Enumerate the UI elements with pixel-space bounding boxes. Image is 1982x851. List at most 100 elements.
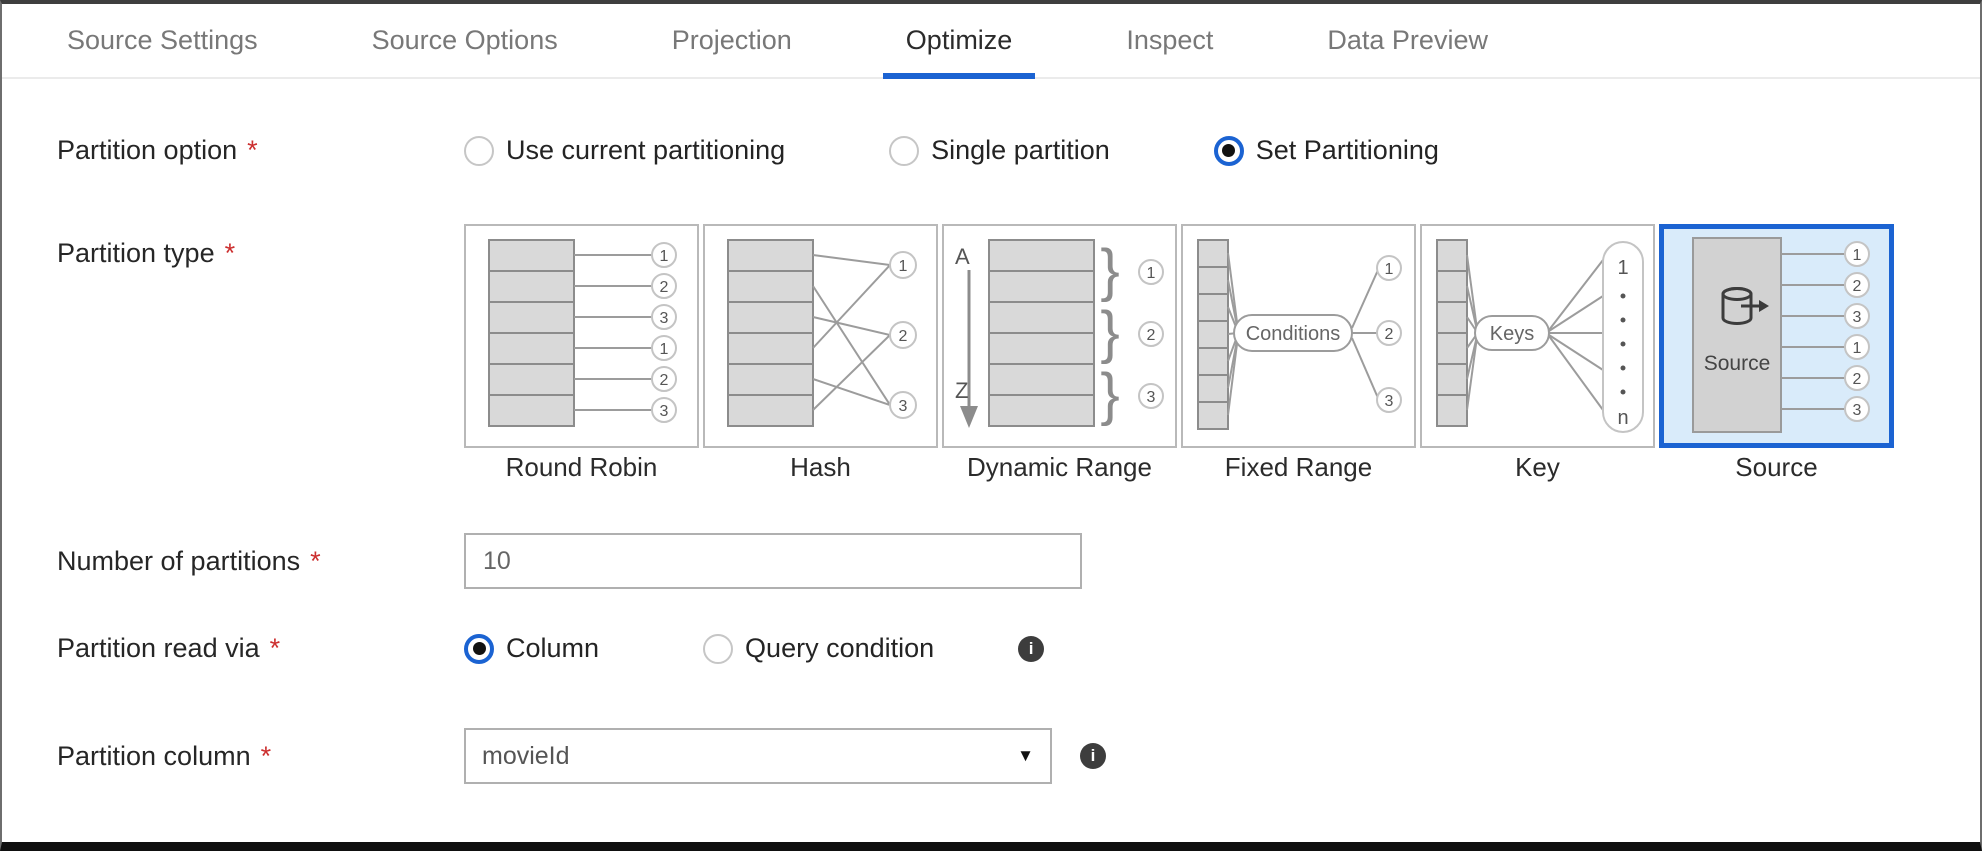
field-label: Number of partitions [57,545,301,576]
hash-diagram: 1 2 3 [727,239,917,427]
input-value: 10 [483,546,511,575]
svg-text:3: 3 [1385,393,1394,410]
radio-circle-icon [464,135,494,166]
partition-column-label: Partition column* [57,741,464,772]
svg-text:3: 3 [1853,402,1862,419]
radio-single-partition[interactable]: Single partition [889,135,1110,166]
partition-option-label: Partition option* [57,135,464,166]
partition-read-via-radios: Column Query condition [464,633,934,664]
svg-text:A: A [955,244,970,269]
number-of-partitions-label: Number of partitions * [57,546,464,577]
source-diagram: Source 1 [1692,237,1870,433]
card-label-fixed-range: Fixed Range [1224,452,1373,482]
svg-text:Keys: Keys [1490,323,1534,345]
card-label-key: Key [1515,452,1560,482]
radio-checked-icon [1213,135,1244,166]
radio-circle-icon [889,135,920,166]
svg-text:3: 3 [1853,309,1862,326]
svg-text:2: 2 [1853,278,1862,295]
svg-text:1: 1 [660,248,669,265]
partition-type-row: Partition type* [57,224,1980,483]
optimize-form: Partition option* Use current partitioni… [2,135,1980,784]
radio-label: Set Partitioning [1255,135,1439,165]
tab-optimize[interactable]: Optimize [849,4,1070,79]
svg-text:2: 2 [1853,371,1862,388]
database-export-icon [1721,287,1769,325]
svg-text:Z: Z [955,378,968,403]
partition-type-picker: 1 2 3 1 2 3 [464,224,1894,483]
tab-projection[interactable]: Projection [671,25,792,55]
radio-label: Single partition [931,135,1110,165]
radio-use-current-partitioning[interactable]: Use current partitioning [464,135,785,166]
svg-text:Conditions: Conditions [1246,323,1341,345]
svg-text:3: 3 [660,310,669,327]
card-round-robin[interactable]: 1 2 3 1 2 3 [464,224,699,448]
svg-text:Source: Source [1704,352,1771,375]
partition-type-label: Partition type* [57,224,464,269]
svg-text:1: 1 [660,341,669,358]
svg-text:}: } [1100,238,1119,303]
round-robin-diagram: 1 2 3 1 2 3 [488,239,677,427]
card-fixed-range[interactable]: Conditions 1 2 3 [1181,224,1416,448]
svg-text:3: 3 [899,398,908,415]
card-dynamic-range[interactable]: A Z }}} [942,224,1177,448]
partition-type-cards: 1 2 3 1 2 3 [464,224,1894,448]
dynamic-range-diagram: A Z }}} [955,238,1164,428]
tab-inspect[interactable]: Inspect [1126,25,1214,55]
card-label-source: Source [1735,452,1818,482]
partition-column-dropdown[interactable]: movieId ▼ [464,728,1052,784]
svg-text:1: 1 [899,258,908,275]
tab-source-options[interactable]: Source Options [371,25,558,55]
required-asterisk: * [224,238,236,268]
svg-text:3: 3 [1147,389,1156,406]
number-of-partitions-row: Number of partitions * 10 [57,533,1980,589]
key-diagram: Keys 1 n [1436,239,1644,433]
svg-text:2: 2 [660,279,669,296]
partition-option-row: Partition option* Use current partitioni… [57,135,1980,166]
svg-text:2: 2 [1385,326,1394,343]
svg-text:1: 1 [1385,261,1394,278]
radio-label: Column [506,633,600,663]
partition-read-via-row: Partition read via * Column Query conditi… [57,633,1980,664]
partition-type-card-labels: Round Robin Hash Dynamic Range Fixed Ran… [464,452,1894,483]
field-label: Partition read via [57,633,260,663]
card-source[interactable]: Source 1 [1659,224,1894,448]
radio-set-partitioning[interactable]: Set Partitioning [1213,135,1439,166]
svg-text:1: 1 [1147,265,1156,282]
radio-column[interactable]: Column [464,633,599,664]
svg-text:2: 2 [1147,327,1156,344]
radio-checked-icon [464,633,494,664]
svg-text:1: 1 [1853,247,1862,264]
chevron-down-icon: ▼ [1017,746,1034,765]
partition-read-via-label: Partition read via * [57,633,464,664]
svg-text:2: 2 [660,372,669,389]
card-label-dynamic-range: Dynamic Range [967,452,1152,482]
required-asterisk: * [269,633,281,663]
dropdown-value: movieId [482,741,570,770]
card-hash[interactable]: 1 2 3 [703,224,938,448]
card-key[interactable]: Keys 1 n [1420,224,1655,448]
info-icon[interactable]: i [1080,743,1106,769]
svg-text:}: } [1100,300,1119,365]
partition-option-radios: Use current partitioning Single partitio… [464,135,1439,166]
radio-circle-icon [703,633,734,664]
fixed-range-diagram: Conditions 1 2 3 [1197,239,1402,430]
svg-text:}: } [1100,362,1119,427]
tab-bar: Source Settings Source Options Projectio… [2,4,1980,79]
radio-query-condition[interactable]: Query condition [703,633,934,664]
info-icon[interactable]: i [1018,635,1045,662]
radio-label: Query condition [745,633,935,663]
number-of-partitions-input[interactable]: 10 [464,533,1082,589]
required-asterisk: * [310,545,321,576]
field-label: Partition column [57,740,251,771]
partition-column-row: Partition column* movieId ▼ i [57,728,1980,784]
field-label: Partition option [57,135,238,165]
tab-data-preview[interactable]: Data Preview [1327,25,1488,55]
svg-text:3: 3 [660,403,669,420]
svg-text:n: n [1617,407,1628,429]
tab-source-settings[interactable]: Source Settings [67,25,258,55]
svg-text:1: 1 [1853,340,1862,357]
radio-label: Use current partitioning [506,135,786,165]
svg-text:2: 2 [899,328,908,345]
